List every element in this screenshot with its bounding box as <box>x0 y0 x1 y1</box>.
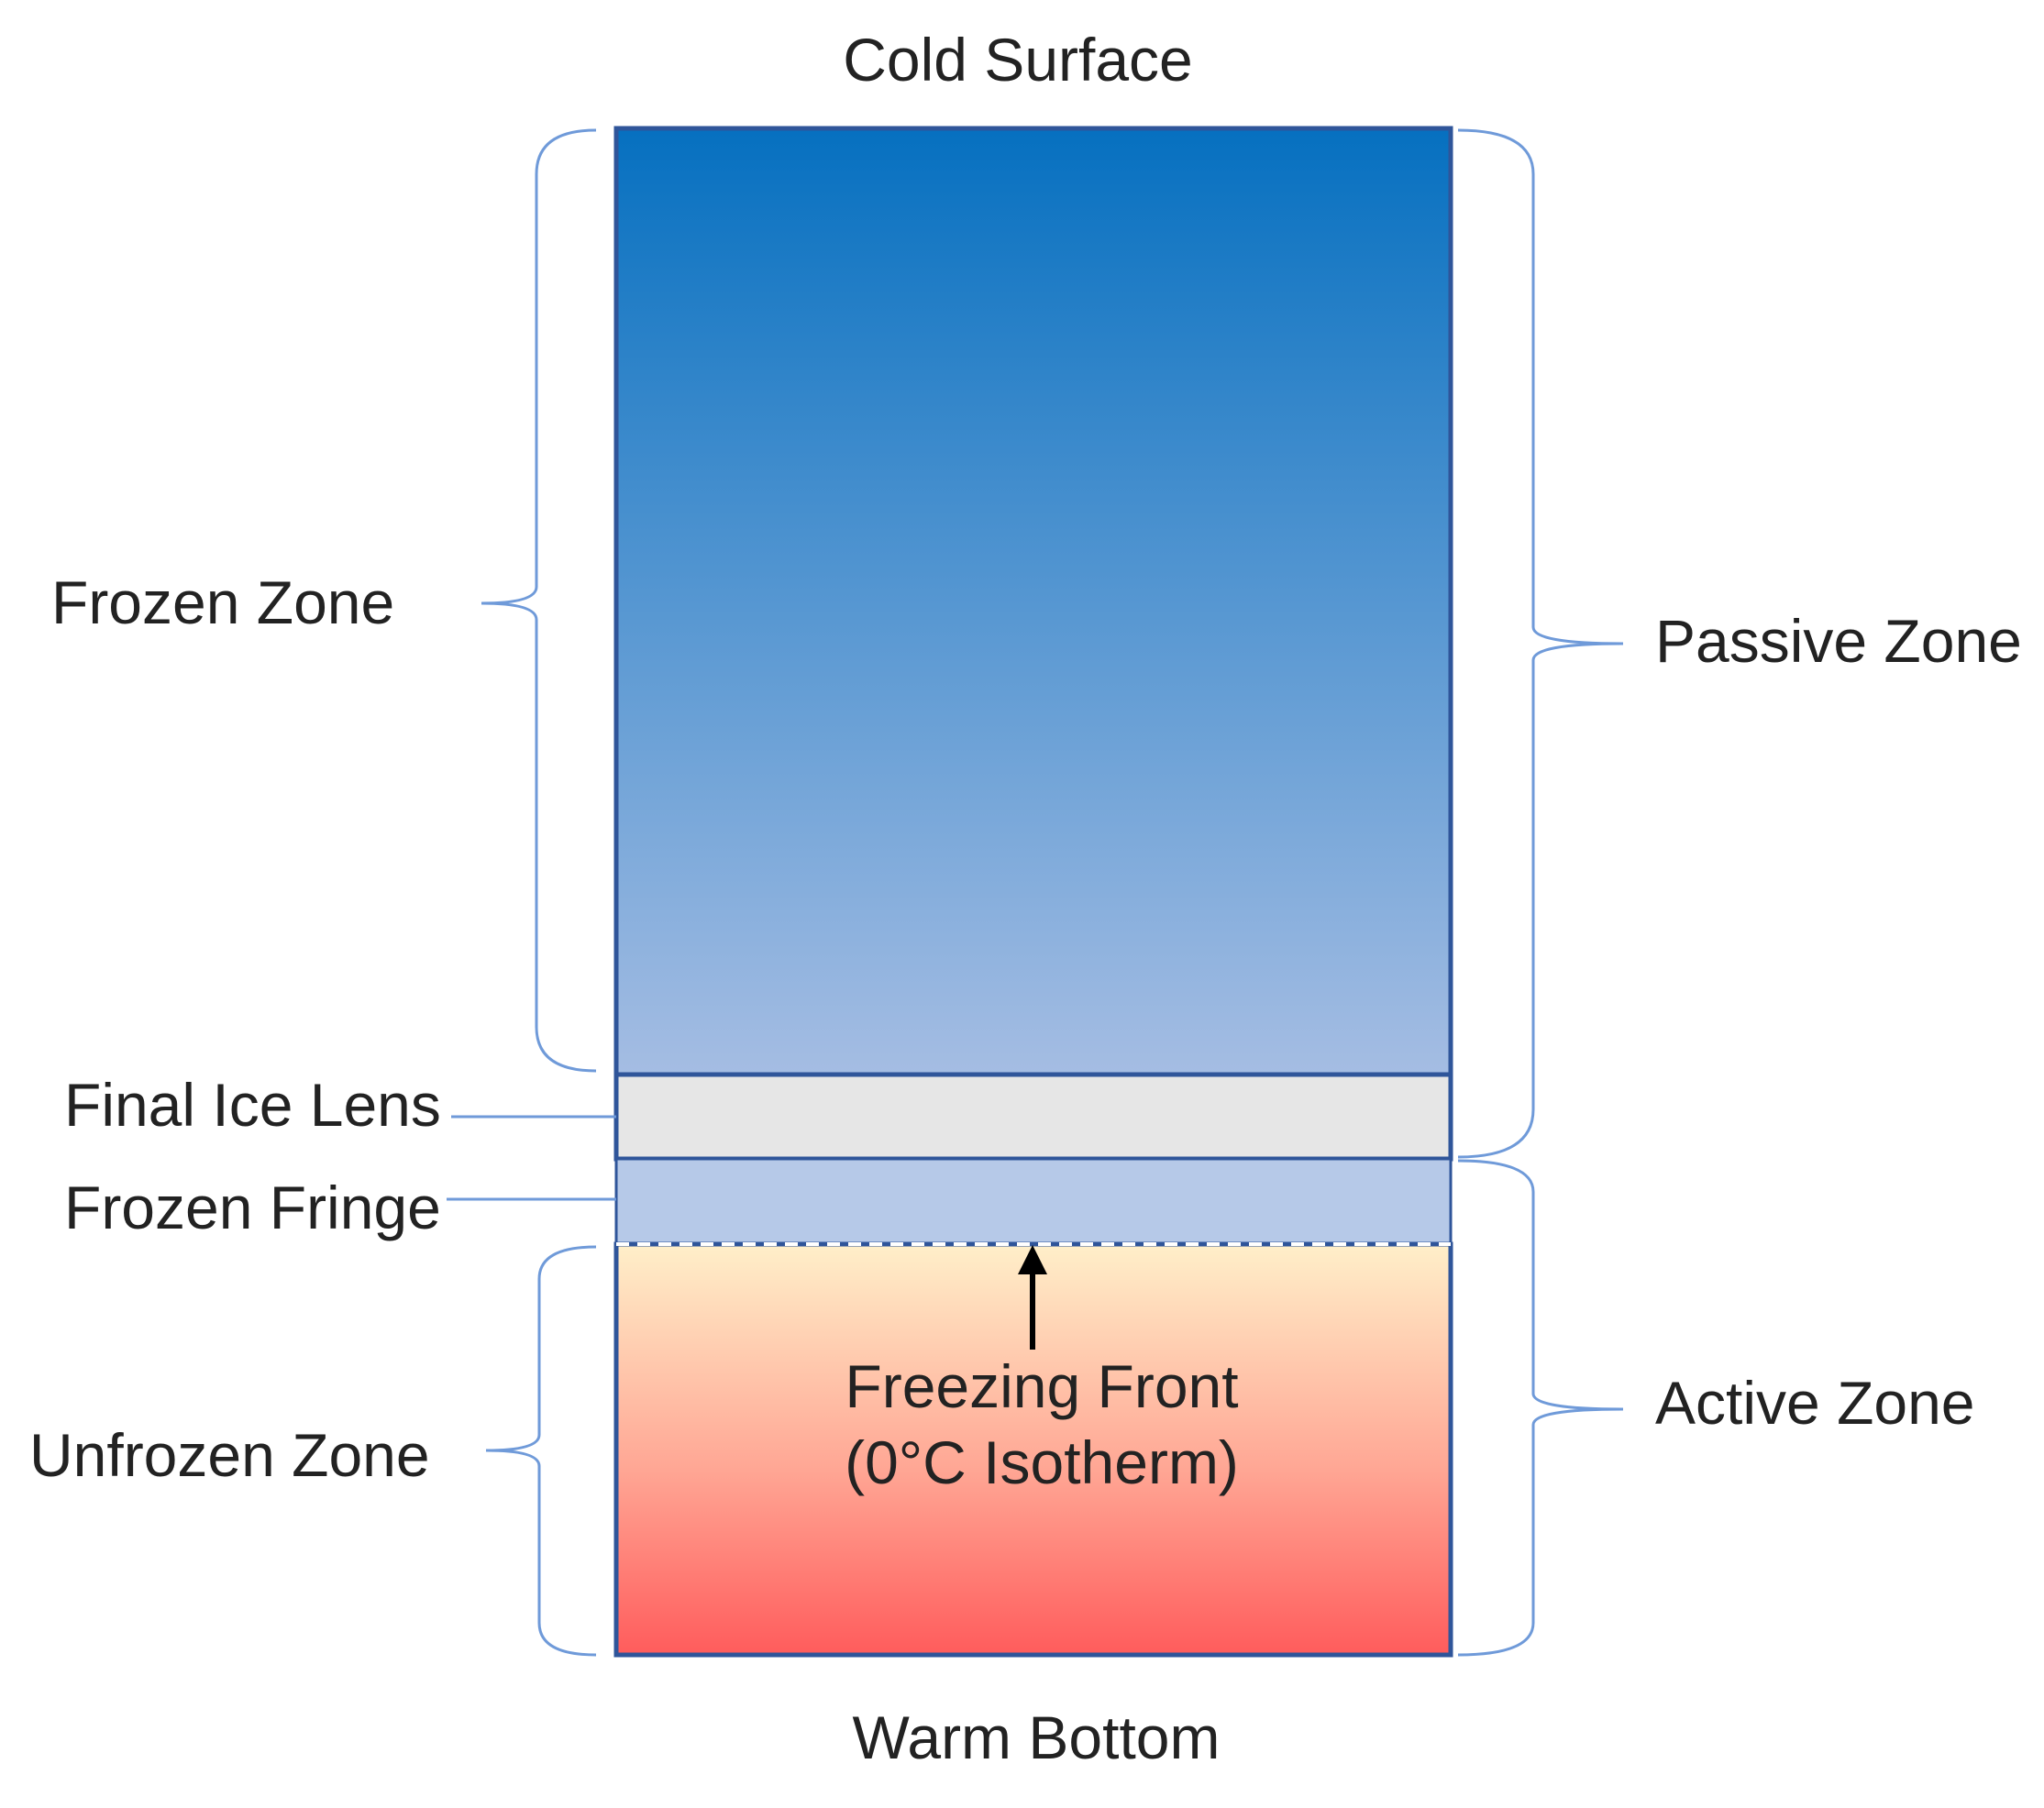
passive-zone-bracket <box>1457 128 1624 1159</box>
arrow-up-icon <box>1018 1245 1047 1274</box>
isotherm-label: (0°C Isotherm) <box>845 1428 1239 1496</box>
frozen-zone-layer <box>613 126 1453 1077</box>
frozen-zone-bracket <box>481 128 597 1073</box>
frozen-fringe-label: Frozen Fringe <box>64 1174 441 1241</box>
passive-zone-label: Passive Zone <box>1655 607 2022 675</box>
frozen-fringe-layer <box>614 1157 1453 1246</box>
active-zone-bracket <box>1457 1159 1624 1657</box>
cold-surface-label: Cold Surface <box>843 26 1193 94</box>
unfrozen-zone-label: Unfrozen Zone <box>29 1421 430 1489</box>
final-ice-lens-label: Final Ice Lens <box>64 1071 441 1139</box>
active-zone-label: Active Zone <box>1655 1369 1975 1437</box>
final-ice-lens-layer <box>613 1072 1453 1162</box>
freezing-front-label: Freezing Front <box>845 1352 1238 1420</box>
warm-bottom-label: Warm Bottom <box>853 1703 1221 1771</box>
frozen-zone-label: Frozen Zone <box>51 568 394 636</box>
unfrozen-zone-bracket <box>485 1245 597 1657</box>
